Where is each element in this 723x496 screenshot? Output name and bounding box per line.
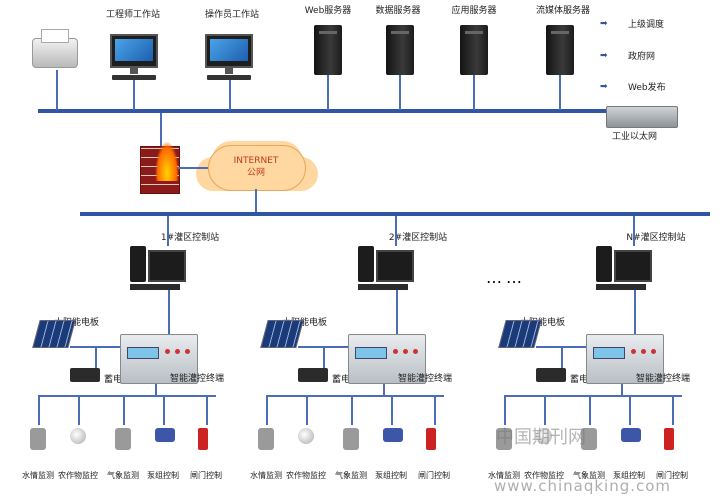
weather-station-icon: [115, 428, 131, 450]
internet-cloud-icon: [208, 145, 306, 191]
data-server-icon: [386, 25, 414, 75]
sensor-label: 水情监测: [488, 471, 520, 480]
operator-workstation-label: 操作员工作站: [204, 10, 260, 20]
solar-panel-icon: [260, 320, 304, 348]
sensor-label: 泵组控制: [375, 471, 407, 480]
controller-label: 智能灌控终端: [636, 374, 691, 384]
sensor-label: 闸门控制: [656, 471, 688, 480]
solar-panel-label: 太阳能电板: [54, 318, 100, 328]
battery-label: 蓄电池: [332, 375, 360, 385]
engineer-workstation-label: 工程师工作站: [105, 10, 161, 20]
camera-dome-icon: [298, 428, 314, 444]
battery-icon: [70, 368, 100, 382]
sensor-label: 农作物监控: [58, 471, 98, 480]
solar-panel-icon: [32, 320, 76, 348]
sensor-label: 闸门控制: [418, 471, 450, 480]
water-level-sensor-icon: [30, 428, 46, 450]
station-computer: [130, 246, 186, 290]
sensor-label: 气象监测: [107, 471, 139, 480]
pump-icon: [383, 428, 403, 442]
battery-label: 蓄电池: [570, 375, 598, 385]
engineer-workstation: [110, 34, 158, 80]
arrow-government-net: ➡: [600, 51, 608, 61]
app-server-label: 应用服务器: [451, 6, 497, 16]
arrow-superior-dispatch: ➡: [600, 19, 608, 29]
government-net-label: 政府网: [628, 52, 656, 62]
printer-icon: [32, 29, 78, 68]
industrial-ethernet-label: 工业以太网: [612, 132, 658, 142]
media-server-label: 流媒体服务器: [535, 6, 591, 16]
data-server-label: 数据服务器: [375, 6, 421, 16]
station-pc-icon: [596, 246, 652, 282]
sensor-label: 农作物监控: [524, 471, 564, 480]
sensor-label: 气象监测: [573, 471, 605, 480]
water-level-sensor-icon: [496, 428, 512, 450]
web-server-label: Web服务器: [304, 6, 352, 16]
water-level-sensor-icon: [258, 428, 274, 450]
battery-icon: [298, 368, 328, 382]
printer: [32, 29, 78, 68]
sensor-label: 水情监测: [22, 471, 54, 480]
battery-label: 蓄电池: [104, 375, 132, 385]
controller-terminal-icon: [586, 334, 664, 384]
watermark-cn: 中国期刊网: [496, 427, 586, 448]
web-server-icon: [314, 25, 342, 75]
monitor-icon: [205, 34, 253, 68]
battery-icon: [536, 368, 566, 382]
station-pc-icon: [358, 246, 414, 282]
sensor-label: 闸门控制: [190, 471, 222, 480]
station-group-3: N#灌区控制站 太阳能电板 蓄电池 智能灌控终端 水情监测农作物监控气象监测泵组…: [466, 0, 690, 480]
station-computer: [596, 246, 652, 290]
operator-workstation: [205, 34, 253, 80]
solar-panel-label: 太阳能电板: [520, 318, 566, 328]
sensor-label: 水情监测: [250, 471, 282, 480]
controller-label: 智能灌控终端: [170, 374, 225, 384]
ethernet-switch-icon: [606, 106, 678, 128]
internet-label: INTERNET: [233, 156, 279, 166]
pump-icon: [621, 428, 641, 442]
station-group-1: 1#灌区控制站 太阳能电板 蓄电池 智能灌控终端 水情监测农作物监控气象监测泵组…: [0, 0, 224, 480]
media-server-icon: [546, 25, 574, 75]
firewall-icon: [140, 141, 180, 194]
controller-terminal-icon: [120, 334, 198, 384]
watermark-url: www.chinaqking.com: [494, 477, 672, 495]
gate-valve-icon: [198, 428, 208, 450]
ellipsis: ……: [486, 268, 526, 287]
monitor-icon: [110, 34, 158, 68]
controller-terminal-icon: [348, 334, 426, 384]
top-ethernet-bus: [38, 109, 606, 113]
sensor-label: 泵组控制: [147, 471, 179, 480]
station-label: 2#灌区控制站: [388, 233, 448, 243]
public-net-label: 公网: [246, 168, 266, 178]
weather-station-icon: [343, 428, 359, 450]
solar-panel-icon: [498, 320, 542, 348]
solar-panel-label: 太阳能电板: [282, 318, 328, 328]
station-group-2: 2#灌区控制站 太阳能电板 蓄电池 智能灌控终端 水情监测农作物监控气象监测泵组…: [228, 0, 452, 480]
controller-label: 智能灌控终端: [398, 374, 453, 384]
station-computer: [358, 246, 414, 290]
app-server-icon: [460, 25, 488, 75]
sensor-label: 泵组控制: [613, 471, 645, 480]
gate-valve-icon: [426, 428, 436, 450]
sensor-label: 农作物监控: [286, 471, 326, 480]
camera-dome-icon: [70, 428, 86, 444]
field-network-bus: [80, 212, 710, 216]
arrow-web-publish: ➡: [600, 82, 608, 92]
camera-dome-icon: [536, 428, 552, 444]
station-label: 1#灌区控制站: [160, 233, 220, 243]
gate-valve-icon: [664, 428, 674, 450]
sensor-label: 气象监测: [335, 471, 367, 480]
station-pc-icon: [130, 246, 186, 282]
superior-dispatch-label: 上级调度: [628, 20, 665, 30]
weather-station-icon: [581, 428, 597, 450]
station-label: N#灌区控制站: [626, 233, 686, 243]
web-publish-label: Web发布: [628, 83, 666, 93]
pump-icon: [155, 428, 175, 442]
